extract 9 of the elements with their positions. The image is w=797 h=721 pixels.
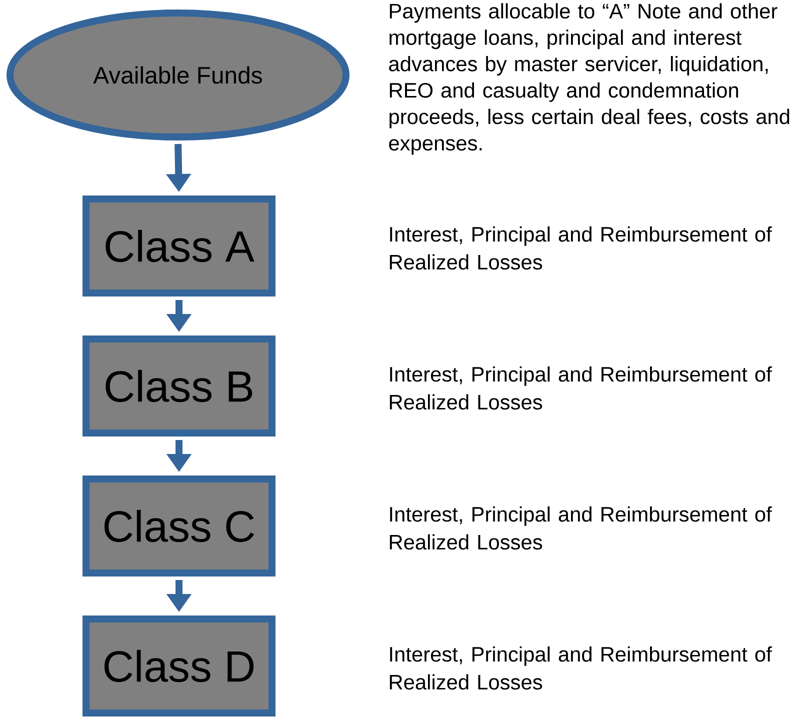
- class-box: Class A: [82, 196, 276, 296]
- description-text: Interest, Principal and Reimbursement of Realized Losses: [390, 366, 772, 410]
- class-box: Class D: [82, 616, 276, 716]
- description-text: Payments allocable to “A” Note and other mortgage loans, principal and interest advances by master servicer, liquidation, REO and casualty and condemnation proceeds, less certain deal fees, costs and expenses.: [389, 3, 790, 155]
- description-text: Interest, Principal and Reimbursement of Realized Losses: [390, 226, 772, 270]
- description-text: Interest, Principal and Reimbursement of Realized Losses: [390, 646, 772, 690]
- class-box: Class C: [82, 476, 276, 576]
- class-box: Class B: [82, 336, 276, 436]
- description-text: Interest, Principal and Reimbursement of Realized Losses: [390, 506, 772, 550]
